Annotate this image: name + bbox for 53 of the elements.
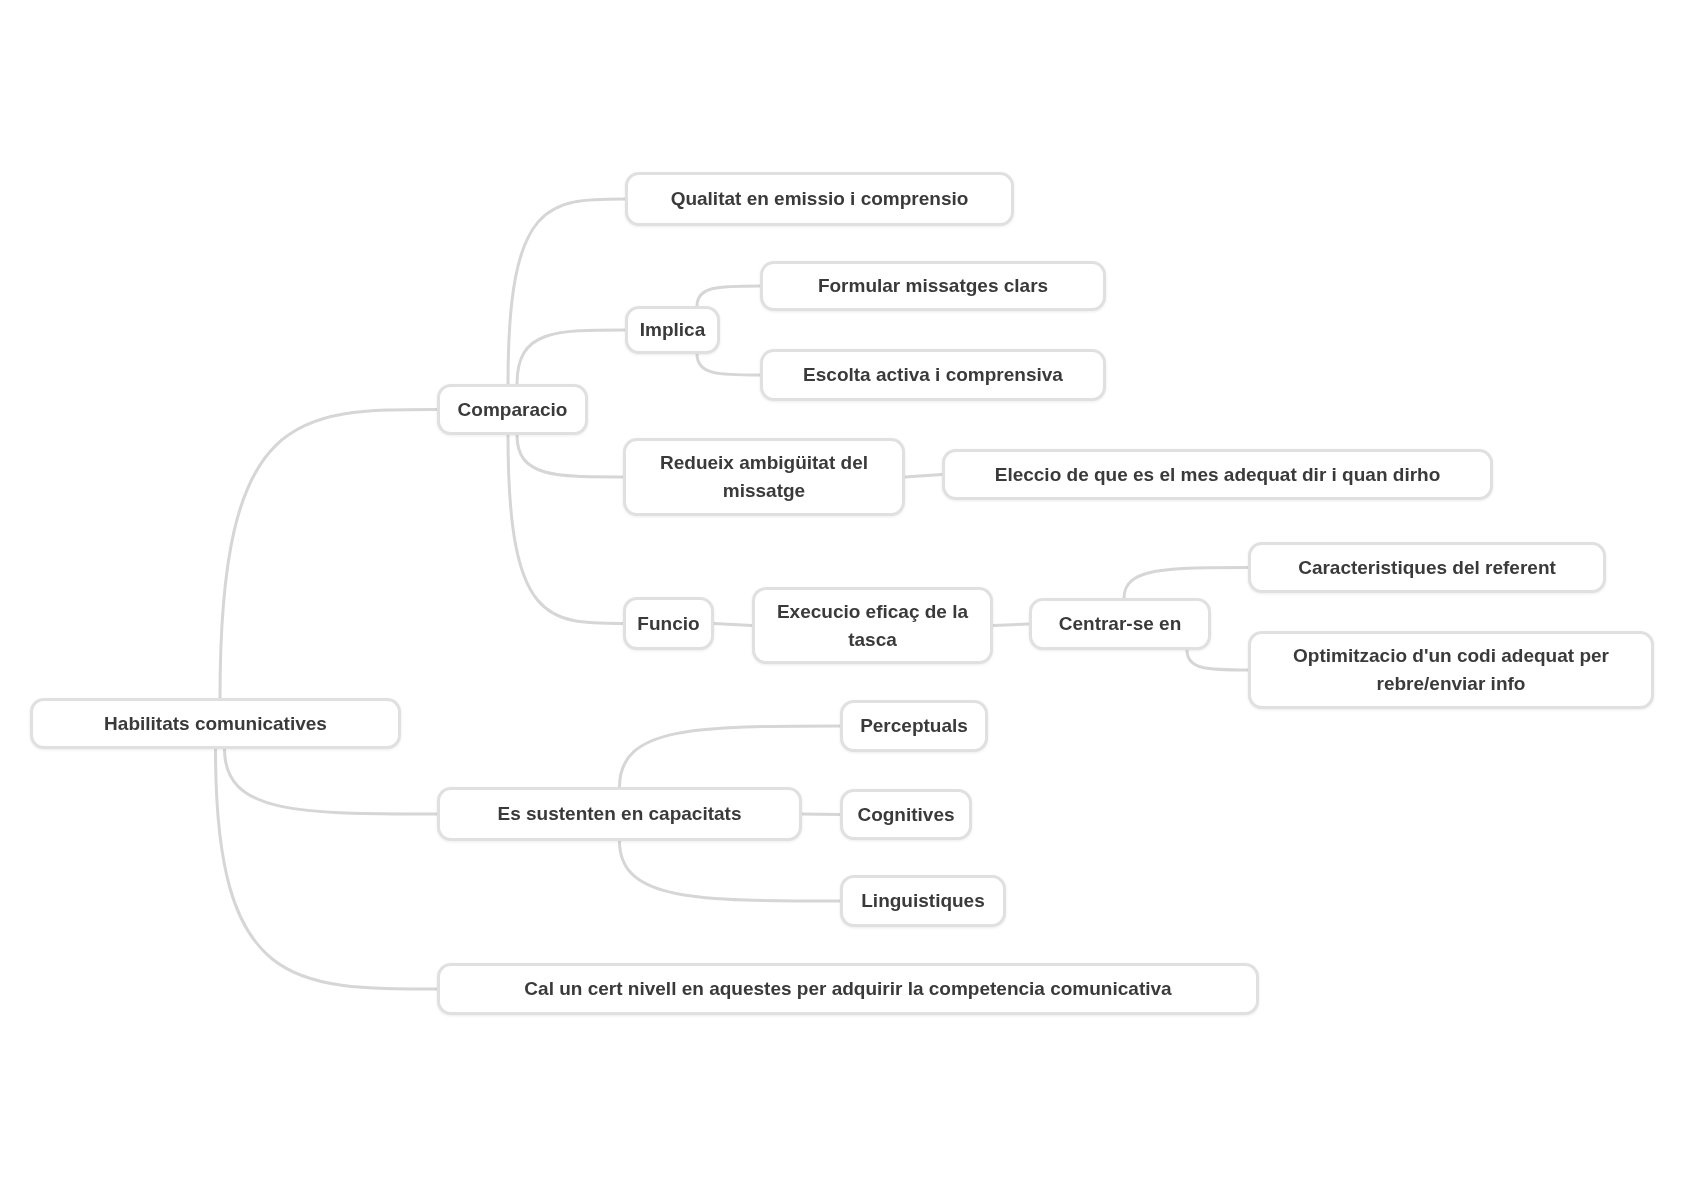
topic-text: Cal un cert nivell en aquestes per adquirir la competencia comunicativa (524, 977, 1172, 1002)
topic-box (840, 700, 988, 752)
connector-line (218, 408, 439, 700)
topic-box (437, 787, 802, 841)
connector-line (515, 328, 627, 386)
topic-box (625, 172, 1014, 226)
connector-line (991, 622, 1031, 627)
topic-text: Execucio eficaç de la tasca (775, 599, 970, 652)
connector-line (800, 812, 842, 816)
connector-line (712, 622, 754, 627)
topic-text: Linguistiques (861, 889, 985, 914)
topic-text: Perceptuals (860, 714, 968, 739)
topic-box (437, 384, 588, 435)
connector-line (1185, 648, 1250, 672)
topic-text: Eleccio de que es el mes adequat dir i quan dirho (994, 462, 1441, 487)
topic-box (1248, 542, 1606, 593)
topic-box (1029, 598, 1211, 650)
connector-line (223, 747, 439, 816)
connector-line (515, 433, 625, 479)
topic-text: Qualitat en emissio i comprensio (670, 187, 969, 212)
connector-line (695, 352, 762, 377)
topic-box (840, 875, 1006, 927)
topic-text: Comparacio (457, 397, 568, 422)
connector-line (506, 433, 625, 625)
topic-text: Formular missatges clars (817, 274, 1049, 299)
topic-text: Funcio (637, 611, 700, 636)
topic-box (623, 597, 714, 650)
connector-line (695, 284, 762, 308)
topic-text: Escolta activa i comprensiva (803, 363, 1063, 388)
topic-box (840, 789, 972, 840)
topic-text: Centrar-se en (1058, 612, 1182, 637)
topic-text: Habilitats comunicatives (104, 711, 327, 736)
topic-text: Optimitzacio d'un codi adequat per rebre/enviar info (1292, 644, 1610, 696)
topic-box (1248, 631, 1654, 709)
topic-box (625, 306, 720, 354)
topic-box (942, 449, 1493, 500)
topic-text: Cognitives (857, 802, 955, 827)
connector-line (214, 747, 439, 991)
topic-box (623, 438, 905, 516)
topic-text: Redueix ambigüitat del missatge (659, 451, 869, 503)
topic-box (30, 698, 401, 749)
topic-text: Es sustenten en capacitats (497, 802, 742, 827)
topic-box (752, 587, 993, 664)
topic-text: Caracteristiques del referent (1298, 555, 1556, 580)
connector-line (506, 197, 627, 386)
connector-line (618, 839, 842, 903)
topic-text: Implica (639, 318, 706, 343)
connector-line (618, 724, 842, 789)
topic-box (760, 261, 1106, 311)
topic-box (760, 349, 1106, 401)
connector-line (1122, 566, 1250, 600)
topic-box (437, 963, 1259, 1015)
connector-line (903, 473, 944, 479)
